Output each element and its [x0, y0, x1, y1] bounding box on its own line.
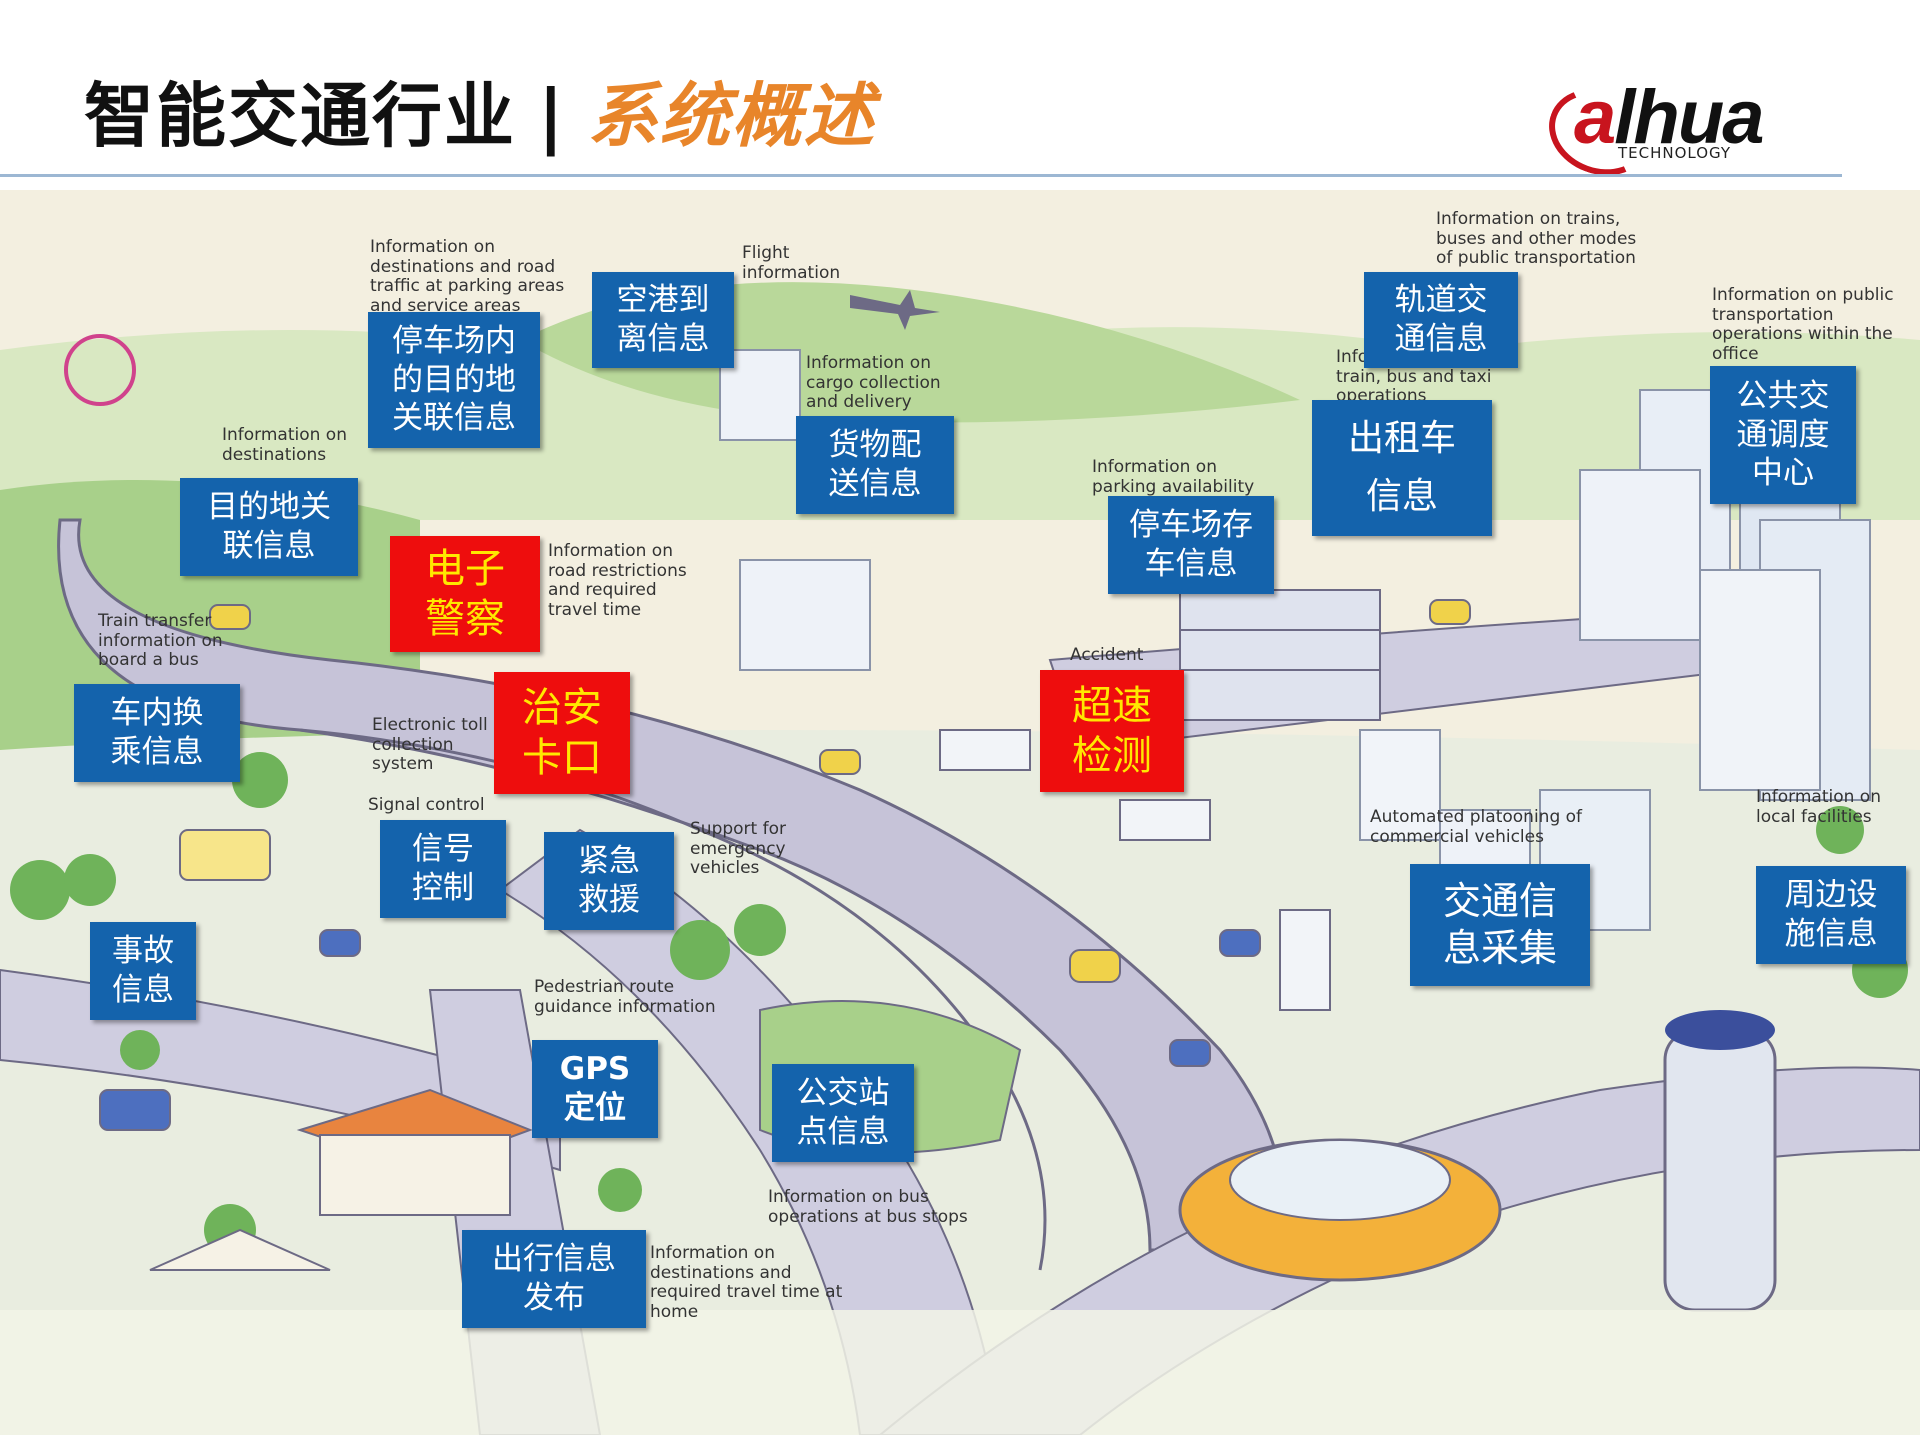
label-airport: 空港到 离信息	[592, 272, 734, 368]
note-parking-destinations: Information on destinations and road tra…	[370, 237, 565, 316]
label-bus-stop: 公交站 点信息	[772, 1064, 914, 1162]
note-emergency: Support for emergency vehicles	[690, 819, 786, 879]
note-public-operations: Information on public transportation ope…	[1712, 285, 1894, 364]
note-local-facilities: Information on local facilities	[1756, 787, 1881, 827]
label-gps: GPS 定位	[532, 1040, 658, 1138]
note-bus-stops: Information on bus operations at bus sto…	[768, 1187, 968, 1227]
scene-background	[0, 190, 1920, 1435]
slide-title: 智能交通行业 | 系统概述	[84, 60, 876, 161]
title-sub: 系统概述	[587, 75, 876, 157]
note-home: Information on destinations and required…	[650, 1243, 843, 1322]
note-train-transfer: Train transfer information on board a bu…	[98, 611, 223, 671]
traffic-scene-illustration: Information on destinations and road tra…	[0, 190, 1920, 1435]
logo-sub: TECHNOLOGY	[1618, 144, 1732, 162]
note-public-transport: Information on trains, buses and other m…	[1436, 209, 1637, 269]
label-taxi: 出租车 信息	[1312, 400, 1492, 536]
label-destination-assoc: 目的地关 联信息	[180, 478, 358, 576]
note-signal: Signal control	[368, 795, 485, 815]
label-transfer: 车内换 乘信息	[74, 684, 240, 782]
dahua-logo: alhua TECHNOLOGY	[1536, 74, 1818, 190]
label-checkpoint: 治安 卡口	[494, 672, 630, 794]
note-etc: Electronic toll collection system	[372, 715, 488, 775]
note-flight: Flight information	[742, 243, 841, 283]
label-traffic-collect: 交通信 息采集	[1410, 864, 1590, 986]
label-signal: 信号 控制	[380, 820, 506, 918]
note-destinations: Information on destinations	[222, 425, 347, 465]
label-facilities: 周边设 施信息	[1756, 866, 1906, 964]
label-parking-destination: 停车场内 的目的地 关联信息	[368, 312, 540, 448]
title-main: 智能交通行业	[84, 75, 516, 157]
label-speed: 超速 检测	[1040, 670, 1184, 792]
label-accident: 事故 信息	[90, 922, 196, 1020]
note-road-restrictions: Information on road restrictions and req…	[548, 541, 687, 620]
label-rail: 轨道交 通信息	[1364, 272, 1518, 368]
note-pedestrian: Pedestrian route guidance information	[534, 977, 716, 1017]
note-platooning: Automated platooning of commercial vehic…	[1370, 807, 1583, 847]
label-travel-release: 出行信息 发布	[462, 1230, 646, 1328]
label-e-police: 电子 警察	[390, 536, 540, 652]
note-parking-availability: Information on parking availability	[1092, 457, 1255, 497]
note-cargo: Information on cargo collection and deli…	[806, 353, 941, 413]
slide-header: 智能交通行业 | 系统概述 alhua TECHNOLOGY	[0, 0, 1920, 190]
title-separator: |	[538, 75, 566, 157]
label-emergency: 紧急 救援	[544, 832, 674, 930]
label-cargo: 货物配 送信息	[796, 416, 954, 514]
header-divider	[0, 174, 1842, 177]
label-public-dispatch: 公共交 通调度 中心	[1710, 366, 1856, 504]
label-parking-stock: 停车场存 车信息	[1108, 496, 1274, 594]
logo-word: alhua	[1574, 75, 1765, 160]
note-accident: Accident	[1070, 645, 1144, 665]
